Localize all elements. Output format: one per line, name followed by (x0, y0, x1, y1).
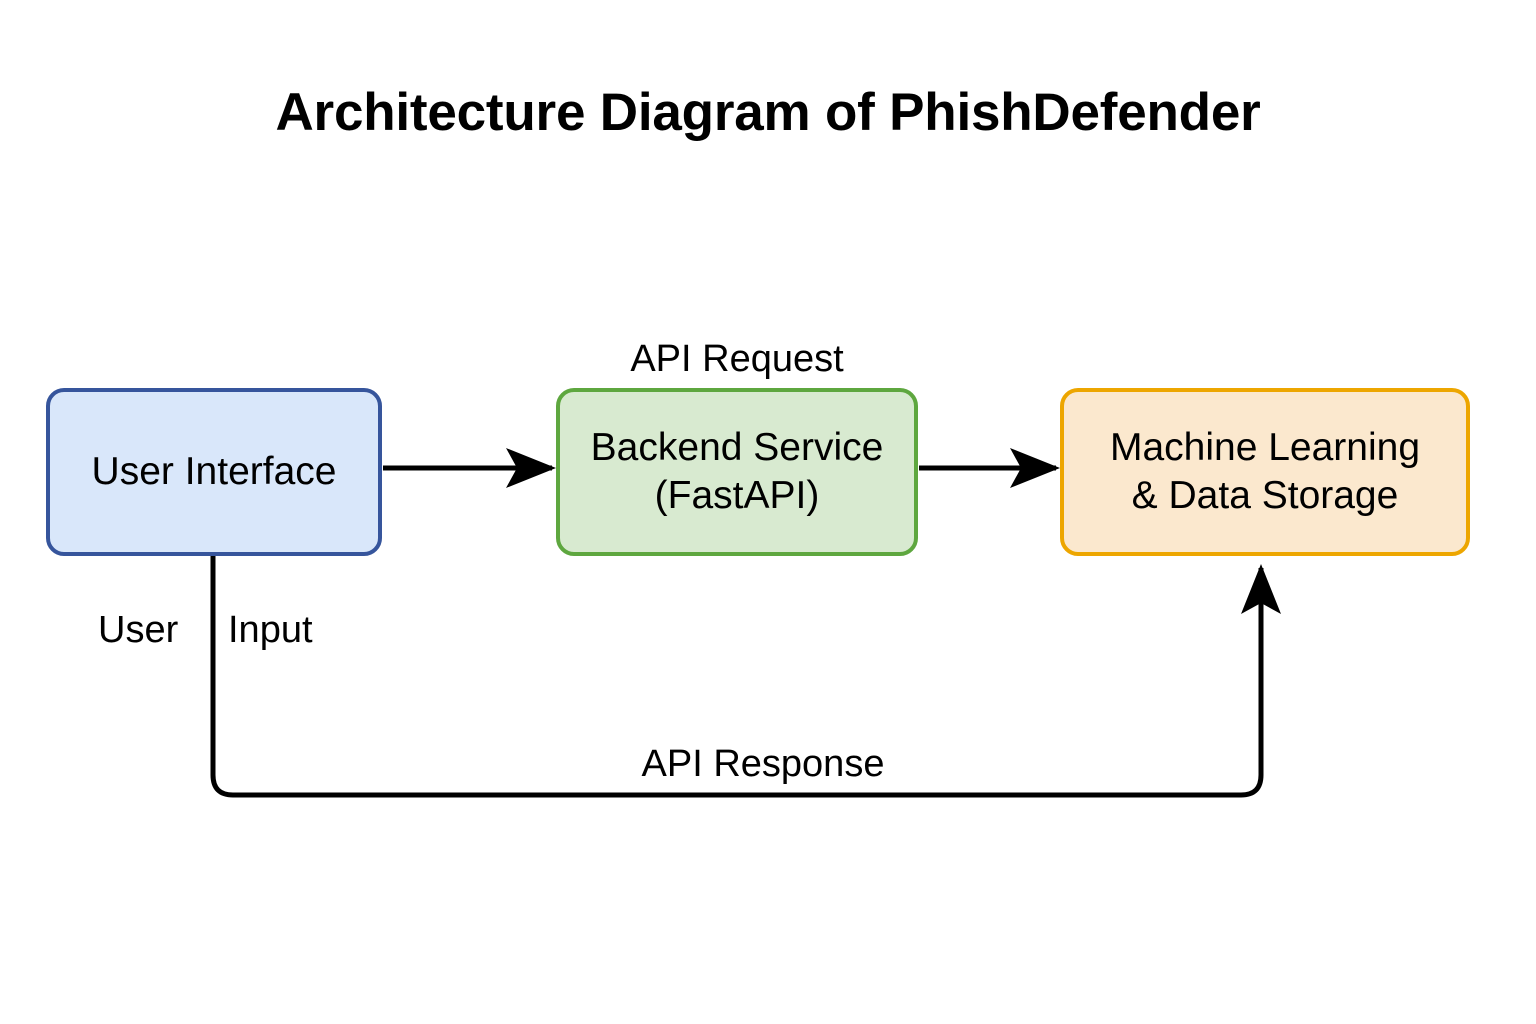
node-user-interface[interactable]: User Interface (46, 388, 382, 556)
edge-ml-to-ui-response (210, 556, 1281, 798)
edge-label-input: Input (228, 609, 313, 651)
node-machine-learning[interactable]: Machine Learning & Data Storage (1060, 388, 1470, 556)
edge-label-api-response: API Response (641, 743, 885, 785)
node-backend-service[interactable]: Backend Service (FastAPI) (556, 388, 918, 556)
edge-label-api-request: API Request (630, 338, 844, 380)
node-user-interface-label: User Interface (91, 450, 337, 493)
node-backend-service-label: Backend Service (FastAPI) (590, 426, 884, 517)
page-title: Architecture Diagram of PhishDefender (275, 83, 1261, 142)
edge-label-user: User (98, 609, 179, 651)
node-machine-learning-label: Machine Learning & Data Storage (1109, 426, 1421, 517)
